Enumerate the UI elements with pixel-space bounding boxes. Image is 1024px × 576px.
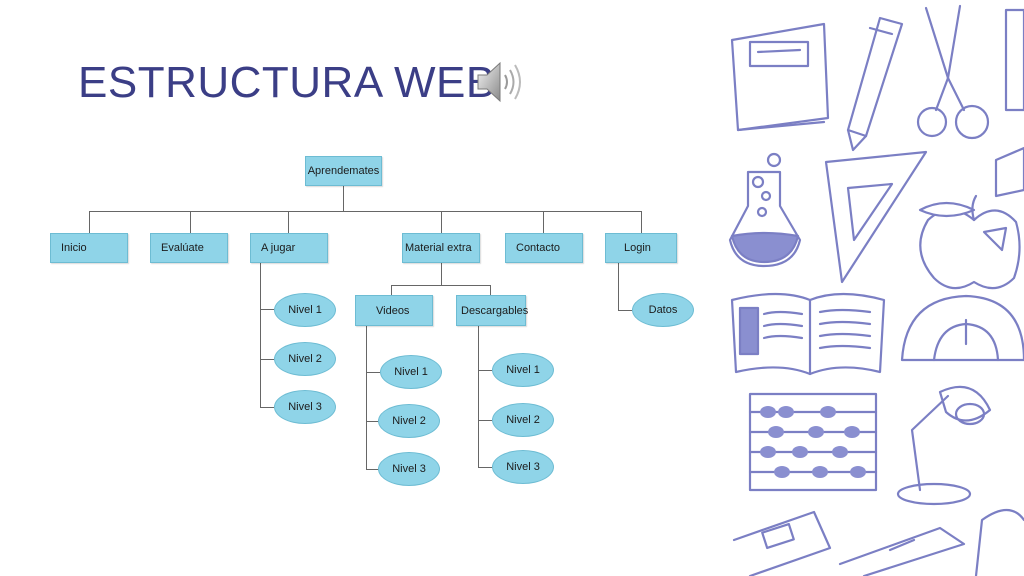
- node-videos: Videos: [355, 295, 433, 326]
- speaker-icon[interactable]: [474, 58, 526, 106]
- node-descargables: Descargables: [456, 295, 528, 326]
- node-a-jugar: A jugar: [250, 233, 328, 263]
- eraser-icon: [838, 526, 966, 576]
- node-material-extra: Material extra: [402, 233, 480, 263]
- site-structure-chart: Aprendemates Inicio Evalúate A jugar Mat…: [50, 156, 694, 486]
- node-a-jugar-nivel-2: Nivel 2: [274, 342, 336, 376]
- pencil-icon: [846, 16, 904, 152]
- set-square-icon: [824, 150, 928, 284]
- apple-icon: [918, 194, 1021, 290]
- abacus-icon: [748, 392, 878, 492]
- notebook-icon: [730, 22, 830, 132]
- node-a-jugar-nivel-3: Nivel 3: [274, 390, 336, 424]
- scissors-icon: [916, 4, 990, 140]
- node-videos-nivel-3: Nivel 3: [378, 452, 440, 486]
- open-book-icon: [730, 292, 886, 376]
- slide-title: ESTRUCTURA WEB: [78, 58, 496, 107]
- node-videos-nivel-1: Nivel 1: [380, 355, 442, 389]
- school-supplies-decoration: [728, 4, 1024, 576]
- node-evaluate: Evalúate: [150, 233, 228, 263]
- desk-lamp-icon: [896, 385, 992, 506]
- node-a-jugar-nivel-1: Nivel 1: [274, 293, 336, 327]
- node-contacto: Contacto: [505, 233, 583, 263]
- sharpener-icon: [732, 510, 832, 576]
- node-login: Login: [605, 233, 677, 263]
- node-datos: Datos: [632, 293, 694, 327]
- flask-icon: [728, 152, 802, 268]
- node-descargables-nivel-2: Nivel 2: [492, 403, 554, 437]
- node-descargables-nivel-1: Nivel 1: [492, 353, 554, 387]
- node-inicio: Inicio: [50, 233, 128, 263]
- node-aprendemates: Aprendemates: [305, 156, 382, 186]
- node-videos-nivel-2: Nivel 2: [378, 404, 440, 438]
- node-descargables-nivel-3: Nivel 3: [492, 450, 554, 484]
- protractor-icon: [900, 294, 1024, 362]
